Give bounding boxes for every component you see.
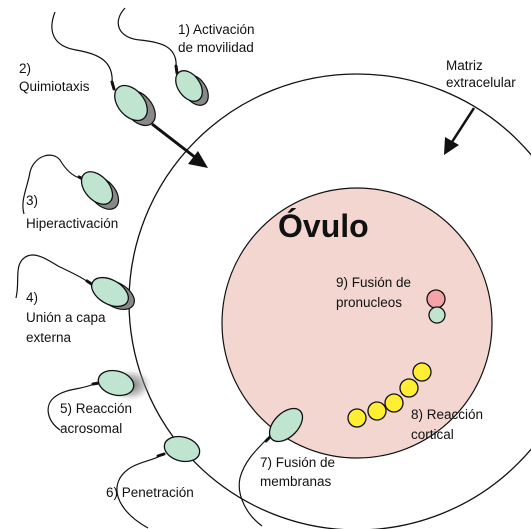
step-4-label: 4) Unión a capa externa — [26, 290, 109, 345]
cortical-granule — [400, 379, 418, 397]
sperm-4 — [16, 255, 139, 315]
step-5-label: 5) Reacción acrosomal — [60, 401, 136, 436]
female-pronucleus — [427, 290, 445, 308]
step-1-label: 1) Activación de movilidad — [178, 22, 258, 55]
cortical-granule — [385, 394, 403, 412]
step-2-label: 2) Quimiotaxis — [19, 61, 90, 94]
male-pronucleus — [429, 307, 445, 323]
ovum-title: Óvulo — [278, 208, 369, 244]
sperm-2 — [52, 12, 162, 132]
cortical-granule — [368, 402, 386, 420]
cortical-granule — [413, 363, 431, 381]
sperm-6 — [117, 433, 203, 528]
cortical-granule — [348, 409, 366, 427]
matrix-label: Matriz extracelular — [446, 58, 516, 90]
step-6-label: 6) Penetración — [106, 485, 194, 500]
